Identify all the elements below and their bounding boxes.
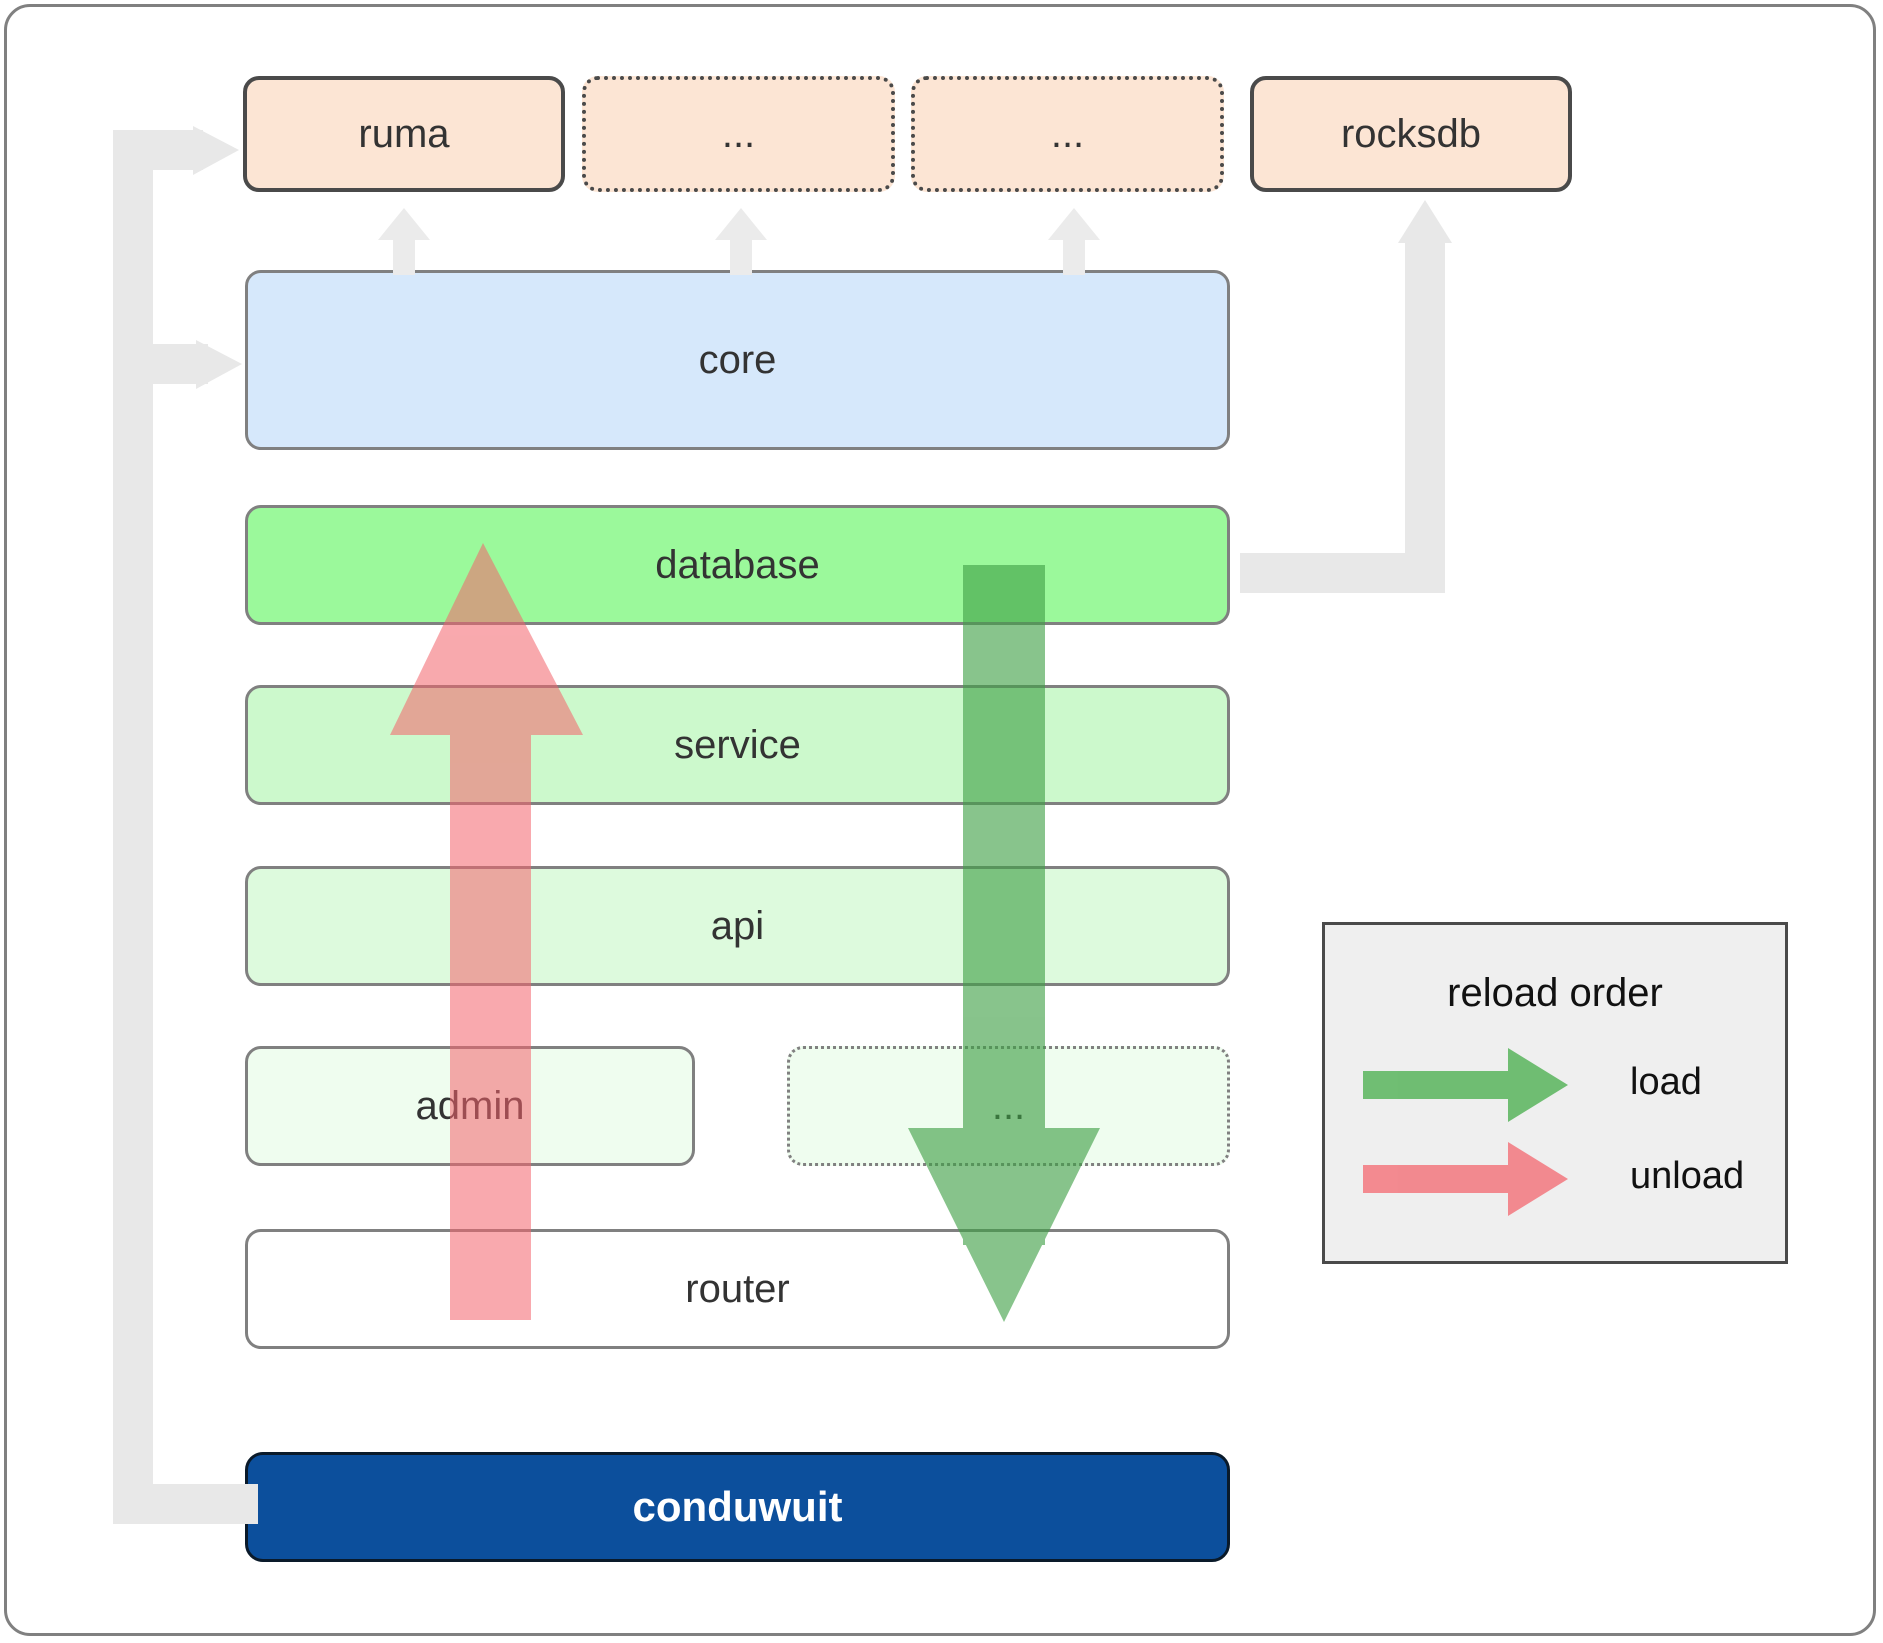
load-arrow bbox=[908, 565, 1100, 1322]
legend-label-unload: unload bbox=[1630, 1155, 1745, 1197]
layer-node-database[interactable]: database bbox=[245, 505, 1230, 625]
unload-arrow bbox=[390, 543, 583, 1320]
layer-node-service[interactable]: service bbox=[245, 685, 1230, 805]
layer-label-api: api bbox=[710, 904, 765, 948]
connector-conduwuit-to-deps bbox=[113, 126, 258, 1524]
layer-node-api[interactable]: api bbox=[245, 866, 1230, 986]
legend-load-arrow-icon bbox=[1363, 1048, 1568, 1122]
connector-database-to-rocksdb bbox=[1240, 200, 1452, 593]
legend-title: reload order bbox=[1447, 971, 1663, 1015]
layer-label-database: database bbox=[655, 543, 820, 587]
binary-label-conduwuit: conduwuit bbox=[632, 1482, 843, 1530]
binary-node-conduwuit[interactable]: conduwuit bbox=[245, 1452, 1230, 1562]
dependency-label-rocksdb: rocksdb bbox=[1340, 112, 1482, 156]
connector-core-to-deps bbox=[378, 208, 1100, 275]
layer-node-router[interactable]: router bbox=[245, 1229, 1230, 1349]
dependency-node-ruma[interactable]: ruma bbox=[243, 76, 565, 192]
layer-label-service: service bbox=[674, 723, 801, 767]
layer-label-core: core bbox=[698, 338, 777, 382]
layer-label-router: router bbox=[685, 1267, 790, 1311]
dependency-label-dep3: ... bbox=[1050, 112, 1085, 156]
dependency-label-ruma: ruma bbox=[358, 112, 450, 156]
legend-label-load: load bbox=[1630, 1061, 1702, 1103]
legend-panel: reload order load unload bbox=[1322, 922, 1788, 1264]
dependency-node-dep2[interactable]: ... bbox=[582, 76, 895, 192]
legend-unload-arrow-icon bbox=[1363, 1142, 1568, 1216]
dependency-node-dep3[interactable]: ... bbox=[911, 76, 1224, 192]
dependency-label-dep2: ... bbox=[721, 112, 756, 156]
layer-node-core[interactable]: core bbox=[245, 270, 1230, 450]
dependency-node-rocksdb[interactable]: rocksdb bbox=[1250, 76, 1572, 192]
